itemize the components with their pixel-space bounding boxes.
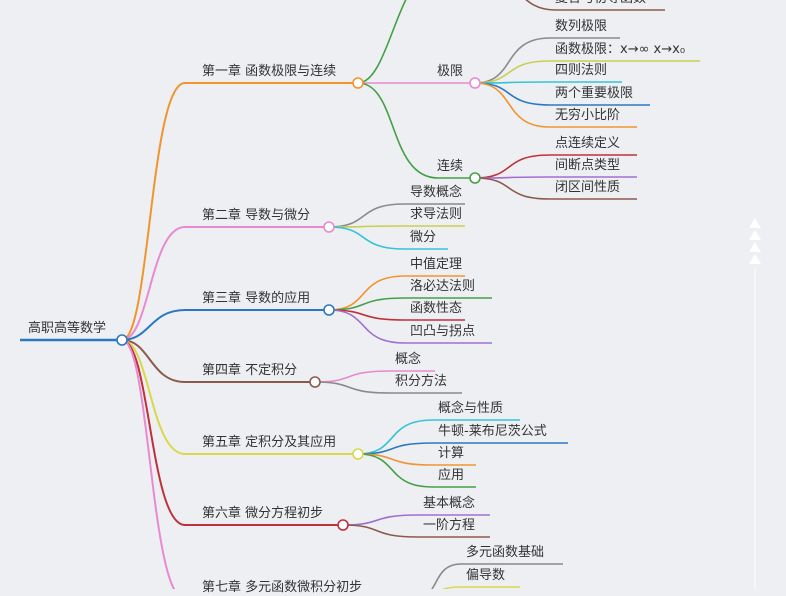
leaf-label[interactable]: 偏导数 — [466, 568, 506, 583]
scroll-track[interactable] — [754, 268, 756, 589]
leaf-line — [314, 370, 435, 383]
leaf-label[interactable]: 中值定理 — [410, 257, 463, 272]
chapter-4-node[interactable] — [309, 376, 321, 388]
chapter-line-1 — [121, 82, 358, 341]
leaf-line — [474, 82, 637, 128]
leaf-line — [328, 275, 465, 311]
leaf-label[interactable]: 微分 — [410, 230, 437, 245]
chapter-2-node[interactable] — [323, 221, 335, 233]
leaf-label[interactable]: 求导法则 — [410, 207, 463, 222]
leaf-line — [328, 297, 492, 311]
leaf-line — [474, 154, 637, 179]
leaf-label[interactable]: 四则法则 — [555, 63, 608, 78]
chapter-line-4 — [121, 339, 315, 383]
up-arrow-icon — [749, 242, 761, 252]
leaf-line — [474, 37, 620, 84]
leaf-label[interactable]: 间断点类型 — [555, 158, 621, 173]
up-arrow-icon — [749, 218, 761, 228]
chapter-5-label[interactable]: 第五章 定积分及其应用 — [202, 435, 337, 450]
up-arrow-icon — [749, 254, 761, 264]
leaf-line — [328, 309, 465, 321]
leaf-line — [357, 453, 476, 488]
chapter-line-2 — [121, 226, 329, 341]
branch-offscreen — [357, 0, 407, 84]
root-node-label[interactable]: 高职高等数学 — [28, 321, 107, 336]
chapter-line-6 — [121, 339, 343, 526]
leaf-label[interactable]: 牛顿-莱布尼茨公式 — [438, 424, 547, 439]
leaf-line — [525, 0, 665, 11]
chapter-1-node[interactable] — [352, 77, 364, 89]
leaf-label[interactable]: 概念与性质 — [438, 401, 504, 416]
leaf-label[interactable]: 概念 — [395, 352, 422, 367]
subtopic-node[interactable] — [469, 172, 481, 184]
chapter-3-node[interactable] — [323, 304, 335, 316]
leaf-line — [431, 563, 563, 589]
leaf-line — [357, 442, 568, 455]
leaf-label[interactable]: 基本概念 — [423, 496, 476, 511]
leaf-label[interactable]: 复合与初等函数 — [555, 0, 646, 7]
leaf-label[interactable]: 点连续定义 — [555, 136, 621, 151]
leaf-line — [342, 524, 490, 538]
leaf-line — [328, 226, 448, 250]
subtopic-label[interactable]: 连续 — [437, 159, 464, 174]
leaf-line — [442, 586, 520, 589]
chapter-7-label[interactable]: 第七章 多元函数微积分初步 — [202, 580, 363, 595]
chapter-5-node[interactable] — [352, 448, 364, 460]
leaf-label[interactable]: 计算 — [438, 446, 465, 461]
leaf-label[interactable]: 多元函数基础 — [466, 545, 545, 560]
leaf-label[interactable]: 函数极限：x→∞ x→x₀ — [555, 42, 686, 57]
leaf-line — [474, 60, 700, 84]
leaf-label[interactable]: 应用 — [438, 468, 465, 483]
chapter-2-label[interactable]: 第二章 导数与微分 — [202, 208, 311, 223]
leaf-label[interactable]: 函数性态 — [410, 301, 463, 316]
leaf-line — [314, 381, 462, 394]
leaf-line — [474, 81, 622, 84]
leaf-label[interactable]: 闭区间性质 — [555, 180, 621, 195]
subtopic-label[interactable]: 极限 — [437, 64, 464, 79]
chapter-1-label[interactable]: 第一章 函数极限与连续 — [202, 64, 337, 79]
subtopic-line — [357, 82, 475, 179]
chapter-6-node[interactable] — [337, 519, 349, 531]
chapter-4-label[interactable]: 第四章 不定积分 — [202, 363, 298, 378]
chapter-line-3 — [121, 309, 329, 341]
leaf-label[interactable]: 无穷小比阶 — [555, 108, 621, 123]
scroll-indicator[interactable] — [749, 218, 761, 589]
chapter-line-7 — [121, 339, 176, 589]
leaf-label[interactable]: 导数概念 — [410, 185, 463, 200]
leaf-line — [474, 177, 637, 200]
up-arrow-icon — [749, 230, 761, 240]
chapter-line-5 — [121, 339, 358, 455]
leaf-label[interactable]: 洛必达法则 — [410, 279, 476, 294]
leaf-line — [328, 203, 465, 228]
chapter-6-label[interactable]: 第六章 微分方程初步 — [202, 506, 324, 521]
leaf-line — [328, 225, 465, 228]
leaf-line — [357, 419, 520, 455]
leaf-line — [474, 176, 637, 179]
leaf-label[interactable]: 凹凸与拐点 — [410, 324, 476, 339]
leaf-label[interactable]: 积分方法 — [395, 374, 448, 389]
subtopic-node[interactable] — [469, 77, 481, 89]
leaf-line — [328, 309, 492, 344]
leaf-label[interactable]: 数列极限 — [555, 19, 608, 34]
root-node[interactable] — [116, 334, 128, 346]
leaf-label[interactable]: 两个重要极限 — [555, 86, 634, 101]
leaf-line — [342, 514, 490, 526]
chapter-3-label[interactable]: 第三章 导数的应用 — [202, 291, 311, 306]
leaf-label[interactable]: 一阶方程 — [423, 518, 476, 533]
